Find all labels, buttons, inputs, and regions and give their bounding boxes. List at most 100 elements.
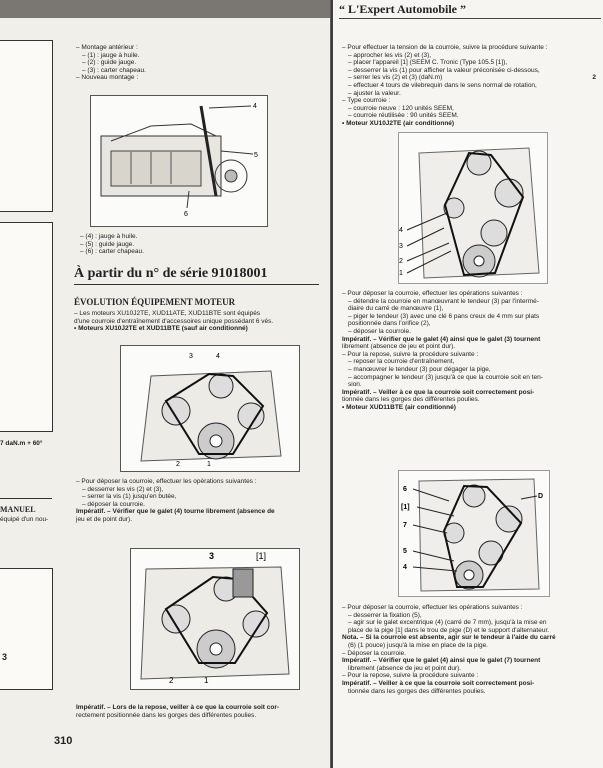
text-line: – Déposer la courroie. — [342, 649, 406, 657]
margin-number-fragment: 3 — [2, 652, 8, 662]
text-line: – Montage antérieur : — [76, 44, 138, 51]
belt-routing-illustration: 3 4 2 1 — [140, 353, 282, 468]
book-gutter — [330, 0, 334, 768]
text-line: – Pour la repose, suivre la procédure su… — [342, 672, 479, 680]
torque-instruction: – serrer les vis (2) et (3) (daN.m) — [348, 74, 443, 82]
callout-label: [1] — [256, 551, 266, 561]
callout-label: 2 — [169, 676, 174, 685]
text-line: – (1) : jauge à huile. — [82, 51, 140, 59]
ac-belt-routing-illustration: 4 3 2 1 — [399, 147, 540, 279]
text-line: – approcher les vis (2) et (3), — [348, 51, 432, 59]
belt-tension-illustration: 3 [1] 2 1 — [140, 551, 290, 685]
callout-label: [1] — [401, 504, 410, 511]
imperatif-line: Impératif. – Vérifier que le galet (4) a… — [342, 335, 541, 343]
text-line: – Pour déposer la courroie, effectuer le… — [342, 290, 523, 297]
callout-label: 2 — [176, 461, 180, 468]
figure-xu10j2te-ac-belt: 4 3 2 1 — [398, 132, 548, 284]
previous-page-edge — [0, 0, 330, 18]
text-line: – déposer la courroie. — [348, 327, 411, 335]
torque-value: 2 — [592, 74, 596, 82]
text-line: – Nouveau montage : — [76, 74, 139, 82]
text-line: (6) (1 pouce) jusqu'à la mise en place d… — [348, 641, 488, 649]
text-line: – manœuvrer le tendeur (3) pour dégager … — [348, 365, 491, 373]
imperatif-line: Impératif. – Vérifier que le galet (4) t… — [76, 508, 275, 516]
text-line: – desserrer la fixation (5), — [348, 611, 422, 619]
text-line: – Les moteurs XU10J2TE, XUD11ATE, XUD11B… — [74, 310, 261, 317]
callout-label: 1 — [207, 461, 211, 468]
figure-dipstick-mounting: 4 5 6 — [90, 95, 268, 227]
text-line: – serrer la vis (1) jusqu'en butée, — [82, 493, 177, 501]
callout-label: 3 — [209, 551, 214, 561]
removal-refit-procedure: – Pour déposer la courroie, effectuer le… — [342, 290, 598, 412]
callout-label: 4 — [253, 103, 257, 110]
refit-note: Impératif. – Lors de la repose, veiller … — [76, 704, 321, 719]
text-line: – reposer la courroie d'entraînement, — [348, 358, 455, 366]
callout-label: 4 — [216, 353, 220, 360]
text-line: positionnée dans l'orifice (2), — [348, 320, 431, 328]
text-line: – serrer les vis (2) et (3) (daN.m) 2 — [342, 74, 598, 82]
engine-heading: • Moteurs XU10J2TE et XUD11BTE (sauf air… — [74, 325, 248, 333]
text-line: – desserrer la vis (1) pour afficher la … — [348, 66, 540, 74]
equipment-evolution-text: – Les moteurs XU10J2TE, XUD11ATE, XUD11B… — [74, 310, 319, 333]
callout-label: 5 — [254, 152, 258, 159]
text-line: – déposer la courroie. — [82, 500, 145, 508]
new-mounting-list: – (4) : jauge à huile. – (5) : guide jau… — [80, 233, 310, 256]
callout-label: 3 — [189, 353, 193, 360]
nota-line: Nota. – Si la courroie est absente, agir… — [342, 634, 556, 642]
text-line: rectement positionnée dans les gorges de… — [76, 711, 257, 719]
left-page: 7 daN.m + 60° MANUEL équipé d'un nou- 3 … — [0, 0, 330, 768]
running-header: “ L'Expert Automobile ” — [339, 2, 467, 16]
xud-removal-procedure: – Pour déposer la courroie, effectuer le… — [342, 604, 598, 695]
tension-procedure: – Pour effectuer la tension de la courro… — [342, 44, 598, 128]
imperatif-line: Impératif. – Veiller à ce que la courroi… — [342, 388, 535, 396]
text-line: – courroie réutilisée : 90 unités SEEM. — [348, 112, 459, 120]
title-rule — [74, 284, 319, 285]
callout-label: 4 — [399, 227, 403, 234]
text-line: – ajuster la valeur. — [348, 89, 401, 97]
engine-dipstick-illustration: 4 5 6 — [100, 103, 258, 218]
xud-belt-routing-illustration: 6 [1] 7 5 4 D — [401, 478, 543, 592]
text-line: – desserrer les vis (2) et (3), — [82, 485, 164, 493]
section-subtitle: ÉVOLUTION ÉQUIPEMENT MOTEUR — [74, 297, 236, 307]
margin-text-fragment: équipé d'un nou- — [0, 516, 49, 523]
text-line: – placer l'appareil [1] (SEEM C. Tronic … — [348, 59, 508, 67]
margin-torque-fragment: 7 daN.m + 60° — [0, 440, 43, 447]
text-line: – courroie neuve : 120 unités SEEM, — [348, 104, 454, 112]
text-line: diaire du carré de manœuvre (1), — [348, 305, 444, 313]
text-line: – détendre la courroie en manœuvrant le … — [348, 297, 539, 305]
section-title: À partir du n° de série 91018001 — [74, 266, 268, 281]
figure-xud11bte-ac-belt: 6 [1] 7 5 4 D — [398, 470, 550, 597]
callout-label: 1 — [204, 676, 209, 685]
figure-belt-routing-no-ac: 3 4 2 1 — [120, 345, 300, 472]
text-line: – agir sur le galet excentrique (4) (car… — [348, 619, 547, 627]
text-line: librement (absence de jeu et point dur). — [342, 343, 456, 351]
text-line: – (2) : guide jauge. — [82, 59, 137, 67]
margin-box — [0, 40, 53, 212]
callout-label: 5 — [403, 548, 407, 555]
margin-box — [0, 222, 53, 432]
text-line: – Pour la repose, suivre la procédure su… — [342, 350, 479, 358]
figure-belt-tension-tool: 3 [1] 2 1 — [130, 548, 300, 690]
text-line: – Pour déposer la courroie, effectuer le… — [76, 478, 257, 485]
text-line: – effectuer 4 tours de vilebrequin dans … — [348, 81, 537, 89]
montage-list: – Montage antérieur : – (1) : jauge à hu… — [76, 44, 316, 82]
removal-procedure: – Pour déposer la courroie, effectuer le… — [76, 478, 321, 524]
text-line: librement (absence de jeu et point dur). — [348, 664, 462, 672]
engine-heading: • Moteur XUD11BTE (air conditionné) — [342, 403, 456, 411]
callout-label: 4 — [403, 564, 407, 571]
text-line: – (4) : jauge à huile. — [80, 233, 138, 240]
text-line: jeu et de point dur). — [76, 515, 133, 523]
callout-label: 3 — [399, 243, 403, 250]
text-line: sion. — [348, 381, 362, 389]
callout-label: D — [538, 493, 543, 500]
margin-manuel-fragment: MANUEL — [0, 505, 36, 514]
text-line: – (6) : carter chapeau. — [80, 248, 144, 256]
imperatif-line: Impératif. – Vérifier que le galet (4) a… — [342, 657, 541, 665]
right-page — [333, 0, 603, 768]
callout-label: 6 — [184, 211, 188, 218]
engine-heading: • Moteur XU10J2TE (air conditionné) — [342, 119, 455, 127]
text-line: tionnée dans les gorges des différentes … — [348, 687, 486, 695]
callout-label: 6 — [403, 486, 407, 493]
text-line: – Type courroie : — [342, 97, 391, 105]
header-rule — [339, 18, 601, 19]
